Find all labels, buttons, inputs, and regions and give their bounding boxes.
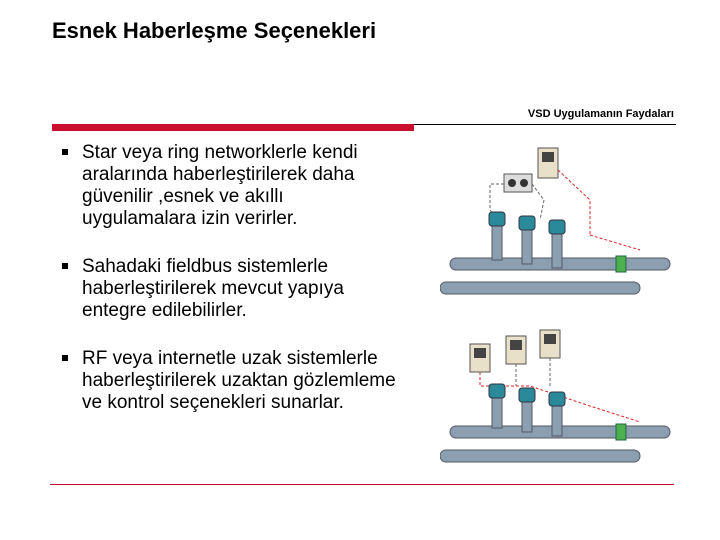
section-subtitle: VSD Uygulamanın Faydaları [527, 108, 674, 120]
bullet-square-icon [62, 149, 68, 155]
footer-divider-line [50, 484, 674, 485]
bullet-text: RF veya internetle uzak sistemlerle habe… [82, 348, 396, 413]
bullet-item: RF veya internetle uzak sistemlerle habe… [62, 348, 402, 414]
bullet-text: Sahadaki fieldbus sistemlerle haberleşti… [82, 256, 344, 321]
title-accent-bar [52, 124, 414, 131]
page-title: Esnek Haberleşme Seçenekleri [52, 18, 377, 43]
bullet-item: Star veya ring networklerle kendi aralar… [62, 142, 402, 230]
pump-system-illustration-fieldbus [440, 329, 671, 463]
bullet-list: Star veya ring networklerle kendi aralar… [62, 142, 402, 440]
title-divider-line [414, 124, 676, 125]
pump-system-illustration-star [440, 147, 671, 295]
bullet-item: Sahadaki fieldbus sistemlerle haberleşti… [62, 256, 402, 322]
controller-icon [503, 173, 533, 193]
bullet-square-icon [62, 263, 68, 269]
bullet-text: Star veya ring networklerle kendi aralar… [82, 142, 358, 229]
bullet-square-icon [62, 355, 68, 361]
